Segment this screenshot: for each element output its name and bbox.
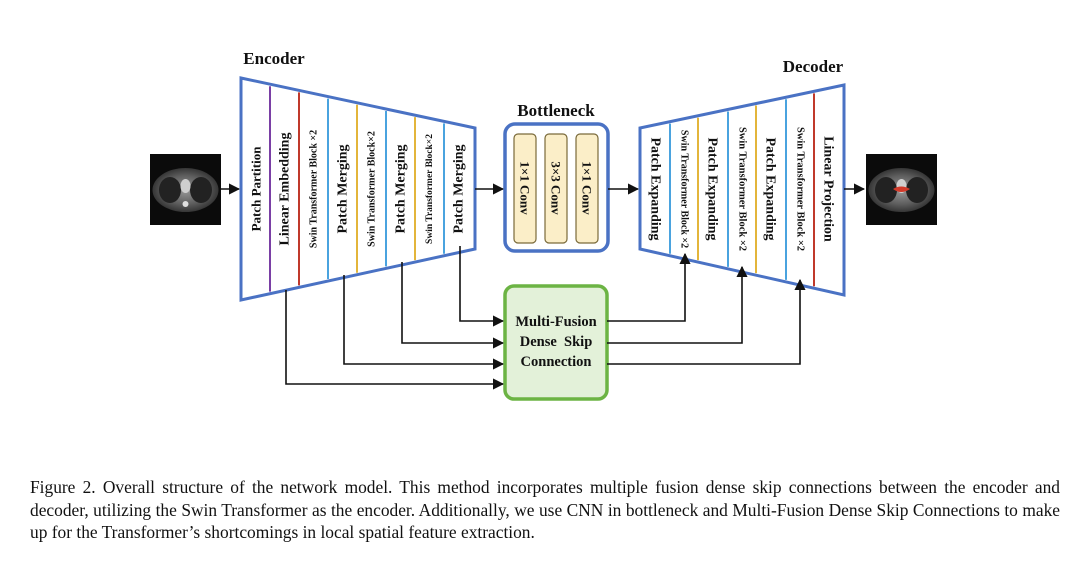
encoder-skip-arrows	[285, 246, 505, 390]
encoder-title: Encoder	[243, 49, 305, 68]
decoder-layer-label: Linear Projection	[821, 136, 836, 242]
decoder-title: Decoder	[783, 57, 844, 76]
skip-connection-line-3: Connection	[521, 354, 592, 370]
decoder-layer-label: Patch Expanding	[763, 137, 778, 240]
bottleneck-title: Bottleneck	[517, 101, 595, 120]
bottleneck-conv-blocks: 1×1 Conv 3×3 Conv 1×1 Conv	[513, 133, 599, 244]
conv-block	[575, 133, 599, 244]
decoder-separators	[669, 93, 815, 287]
conv-block	[513, 133, 537, 244]
conv-block-label: 1×1 Conv	[518, 161, 533, 215]
decoder-layer-label: Swin Transformer Block ×2	[737, 127, 748, 251]
encoder-layer-label: Patch Partition	[249, 146, 264, 232]
decoder-frame	[638, 83, 846, 297]
skip-connection-line-1: Multi-Fusion	[515, 314, 596, 330]
skip-connection-line-2: Dense Skip	[520, 334, 593, 350]
encoder-layer-label: Swin Transformer Block×2	[425, 134, 435, 244]
decoder-layer-label: Swin Transformer Block ×2	[795, 127, 806, 251]
conv-block	[544, 133, 568, 244]
encoder-layer-labels: Patch Partition Linear Embedding Swin Tran…	[249, 130, 467, 248]
encoder-layer-label: Linear Embedding	[278, 133, 293, 246]
decoder-layer-labels: Patch Expanding Swin Transformer Block ×2…	[648, 127, 836, 251]
encoder-layer-label: Patch Merging	[336, 144, 351, 233]
decoder-layer-label: Swin Transformer Block ×2	[679, 130, 690, 248]
conv-block-label: 1×1 Conv	[580, 161, 595, 215]
decoder-layer-label: Patch Expanding	[648, 137, 663, 240]
figure-caption: Figure 2. Overall structure of the netwo…	[30, 477, 1060, 542]
encoder-layer-label: Swin Transformer Block ×2	[309, 130, 320, 248]
input-ct-image	[150, 154, 221, 225]
encoder-layer-label: Patch Merging	[452, 144, 467, 233]
encoder-layer-label: Patch Merging	[394, 144, 409, 233]
decoder-layer-label: Patch Expanding	[705, 137, 720, 240]
decoder-skip-arrows	[607, 252, 806, 365]
conv-block-label: 3×3 Conv	[549, 161, 564, 215]
encoder-separators	[269, 86, 445, 292]
output-segmented-ct-image	[866, 154, 937, 225]
encoder-layer-label: Swin Transformer Block×2	[367, 131, 378, 247]
